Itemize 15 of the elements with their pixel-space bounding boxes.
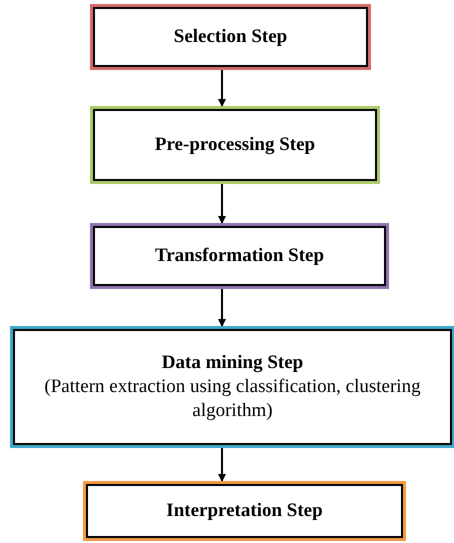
process-box: [86, 484, 403, 538]
process-box: [93, 226, 386, 286]
process-box: [93, 7, 368, 67]
process-box: [93, 109, 377, 181]
process-box: [13, 329, 452, 445]
arrow: [218, 288, 226, 327]
step-title: Interpretation Step: [166, 499, 323, 523]
step-title: Pre-processing Step: [154, 133, 316, 157]
arrow: [218, 183, 226, 224]
arrow: [218, 69, 226, 107]
step-title: Data mining Step: [162, 351, 304, 376]
step-title: Transformation Step: [154, 244, 324, 268]
step-description: (Pattern extraction using classification, clustering algorithm): [43, 375, 422, 423]
step-title: Selection Step: [174, 25, 288, 49]
arrow: [218, 447, 226, 482]
